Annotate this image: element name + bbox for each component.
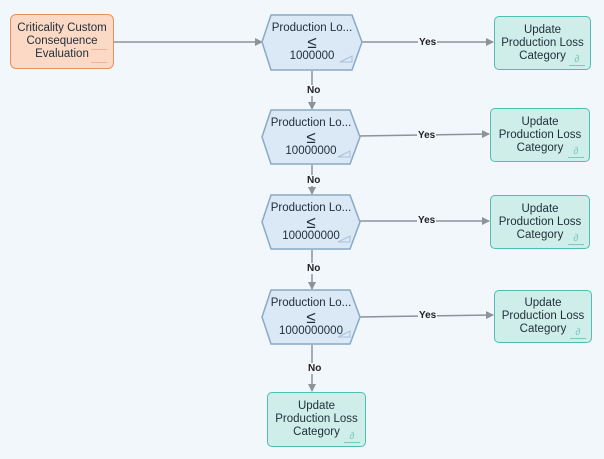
decision-title: Production Lo... <box>270 201 352 214</box>
edge-label-no-2: No <box>306 175 322 186</box>
action-icon: ∂ <box>344 431 360 443</box>
decision-operator: ≤ <box>307 33 317 52</box>
decision-value: 100000000 <box>282 229 340 242</box>
action-icon: ∂ <box>568 146 584 158</box>
decision-shape-2[interactable] <box>261 109 361 165</box>
decision-deco-2 <box>337 150 351 158</box>
action-node-label: Update Production Loss Category <box>501 23 584 62</box>
decision-title: Production Lo... <box>270 296 352 309</box>
decision-operator: ≤ <box>306 212 316 232</box>
decision-value: 1000000 <box>289 50 335 62</box>
decision-shape-4[interactable] <box>261 289 361 345</box>
edge-label-yes-1: Yes <box>418 37 438 48</box>
action-node-2[interactable]: Update Production Loss Category ∂ <box>490 108 590 162</box>
action-node-5[interactable]: Update Production Loss Category ∂ <box>267 392 366 447</box>
decision-operator: ≤ <box>306 127 316 147</box>
action-node-1[interactable]: Update Production Loss Category ∂ <box>494 16 591 70</box>
decision-node-2[interactable]: Production Lo... ≤ 10000000 <box>262 110 360 164</box>
edge-label-yes-3: Yes <box>417 215 437 226</box>
decision-title: Production Lo... <box>270 116 352 129</box>
decision-value: 10000000 <box>285 144 337 157</box>
edge-label-no-3: No <box>306 263 322 274</box>
action-node-label: Update Production Loss Category <box>498 202 582 241</box>
decision-shape-1[interactable] <box>261 14 363 71</box>
edge-label-no-4: No <box>307 363 323 374</box>
action-icon: ∂ <box>570 327 586 339</box>
action-node-label: Update Production Loss Category <box>275 400 358 438</box>
action-node-label: Update Production Loss Category <box>501 297 585 335</box>
action-node-3[interactable]: Update Production Loss Category ∂ <box>490 195 590 249</box>
decision-node-4[interactable]: Production Lo... ≤ 1000000000 <box>262 290 360 344</box>
decision-node-3[interactable]: Production Lo... ≤ 100000000 <box>262 195 360 249</box>
start-node-label: Criticality Custom Consequence Evaluatio… <box>17 22 107 60</box>
decision-title: Production Lo... <box>271 22 353 34</box>
edge-label-yes-2: Yes <box>417 130 437 141</box>
start-node[interactable]: Criticality Custom Consequence Evaluatio… <box>10 14 114 69</box>
action-node-4[interactable]: Update Production Loss Category ∂ <box>494 290 592 343</box>
decision-operator: ≤ <box>306 307 316 327</box>
document-icon <box>91 49 107 63</box>
action-icon: ∂ <box>568 233 584 245</box>
decision-deco-4 <box>337 330 351 338</box>
action-node-label: Update Production Loss Category <box>498 115 582 154</box>
decision-shape-3[interactable] <box>261 194 361 250</box>
action-icon: ∂ <box>569 54 585 66</box>
decision-node-1[interactable]: Production Lo... ≤ 1000000 <box>262 15 362 70</box>
edge-label-no-1: No <box>306 85 322 96</box>
decision-deco-1 <box>339 55 353 63</box>
edge-label-yes-4: Yes <box>418 310 438 321</box>
decision-value: 1000000000 <box>279 324 343 337</box>
decision-deco-3 <box>337 235 351 243</box>
